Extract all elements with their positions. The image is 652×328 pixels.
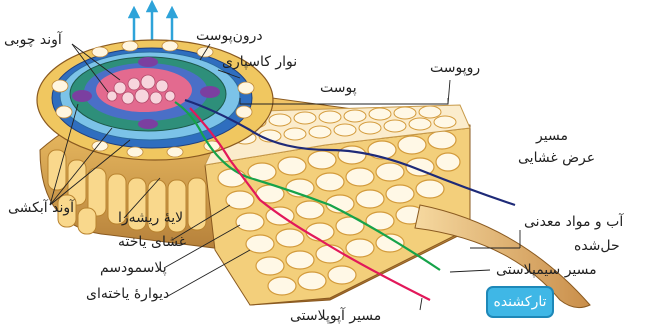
label-phloem: آوند آبکشی <box>8 200 74 216</box>
label-cell-wall: دیوارهٔ یاخته‌ای <box>86 286 169 302</box>
label-xylem: آوند چوبی <box>4 32 62 48</box>
label-cortex: پوست <box>320 80 357 96</box>
label-transmembrane-route-2: عرض غشایی <box>518 150 595 166</box>
label-water-minerals-2: حل‌شده <box>574 238 620 254</box>
label-casparian-strip: نوار کاسپاری <box>222 54 297 70</box>
label-symplast-route: مسیر سیمپلاستی <box>496 262 597 278</box>
label-apoplast-route: مسیر آپوپلاستی <box>290 308 381 324</box>
label-transmembrane-route-1: مسیر <box>536 128 568 144</box>
label-epidermis: روپوست <box>430 60 480 76</box>
label-root-hair-badge: تارکشنده <box>486 286 554 318</box>
label-endodermis: درون‌پوست <box>196 28 263 44</box>
label-cell-membrane: غشای یاخته <box>118 234 186 250</box>
label-pericycle: لایهٔ ریشه‌زا <box>118 210 183 226</box>
label-plasmodesma: پلاسمودسم <box>100 260 167 276</box>
label-water-minerals-1: آب و مواد معدنی <box>524 214 623 230</box>
